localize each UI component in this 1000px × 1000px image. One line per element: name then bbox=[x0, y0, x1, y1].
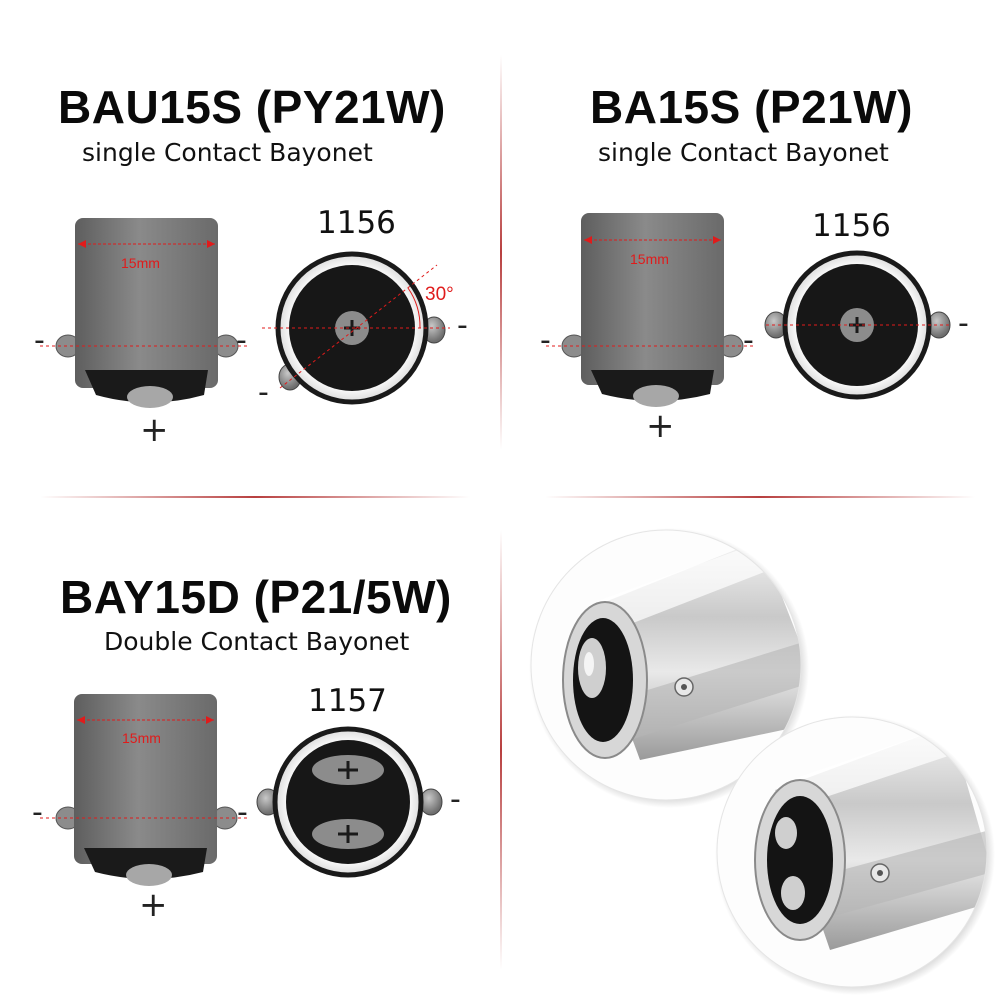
minus-left: - bbox=[32, 795, 43, 830]
double-contact-bulb-base-photo bbox=[715, 715, 995, 995]
single-contact-bulb-base-photo bbox=[529, 528, 809, 808]
dimension-label: 15mm bbox=[630, 251, 669, 267]
bulb-code: 1156 bbox=[812, 208, 891, 244]
tip-contact bbox=[127, 386, 173, 408]
minus-right: - bbox=[236, 323, 247, 358]
tip-contact bbox=[633, 385, 679, 407]
minus-bottom-right: - bbox=[958, 306, 969, 341]
dimension-label: 15mm bbox=[121, 255, 160, 271]
minus-bottom-right: - bbox=[457, 308, 468, 343]
bulb-code: 1156 bbox=[317, 205, 396, 241]
dimension-arrow-right bbox=[713, 236, 721, 244]
dimension-arrow-left bbox=[78, 240, 86, 248]
dimension-arrow-left bbox=[584, 236, 592, 244]
base-cylinder bbox=[74, 694, 217, 864]
minus-left: - bbox=[34, 323, 45, 358]
plus-label: + bbox=[139, 885, 168, 925]
minus-bottom-right: - bbox=[450, 782, 461, 817]
minus-left: - bbox=[540, 323, 551, 358]
panel-title: BA15S (P21W) bbox=[590, 81, 913, 133]
dimension-arrow-right bbox=[207, 240, 215, 248]
dimension-arrow-left bbox=[77, 716, 85, 724]
panel-subtitle: Double Contact Bayonet bbox=[104, 627, 410, 656]
minus-right: - bbox=[237, 795, 248, 830]
vertical-divider-bottom bbox=[500, 530, 502, 970]
tip-contact bbox=[126, 864, 172, 886]
panel-subtitle: single Contact Bayonet bbox=[82, 138, 373, 167]
angle-arc bbox=[407, 287, 421, 329]
minus-bottom-left: - bbox=[258, 375, 269, 410]
horizontal-divider-right bbox=[545, 496, 975, 498]
bulb-code: 1157 bbox=[308, 683, 387, 719]
minus-right: - bbox=[743, 323, 754, 358]
plus-label: + bbox=[140, 410, 169, 450]
horizontal-divider-left bbox=[40, 496, 470, 498]
panel-title: BAY15D (P21/5W) bbox=[60, 571, 452, 623]
dimension-arrow-right bbox=[206, 716, 214, 724]
angle-label: 30° bbox=[425, 284, 454, 305]
base-cylinder bbox=[581, 213, 724, 385]
dimension-label: 15mm bbox=[122, 730, 161, 746]
vertical-divider-top bbox=[500, 55, 502, 450]
base-insulator bbox=[84, 848, 207, 879]
panel-title: BAU15S (PY21W) bbox=[58, 81, 446, 133]
base-cylinder bbox=[75, 218, 218, 388]
plus-label: + bbox=[646, 406, 675, 446]
panel-subtitle: single Contact Bayonet bbox=[598, 138, 889, 167]
